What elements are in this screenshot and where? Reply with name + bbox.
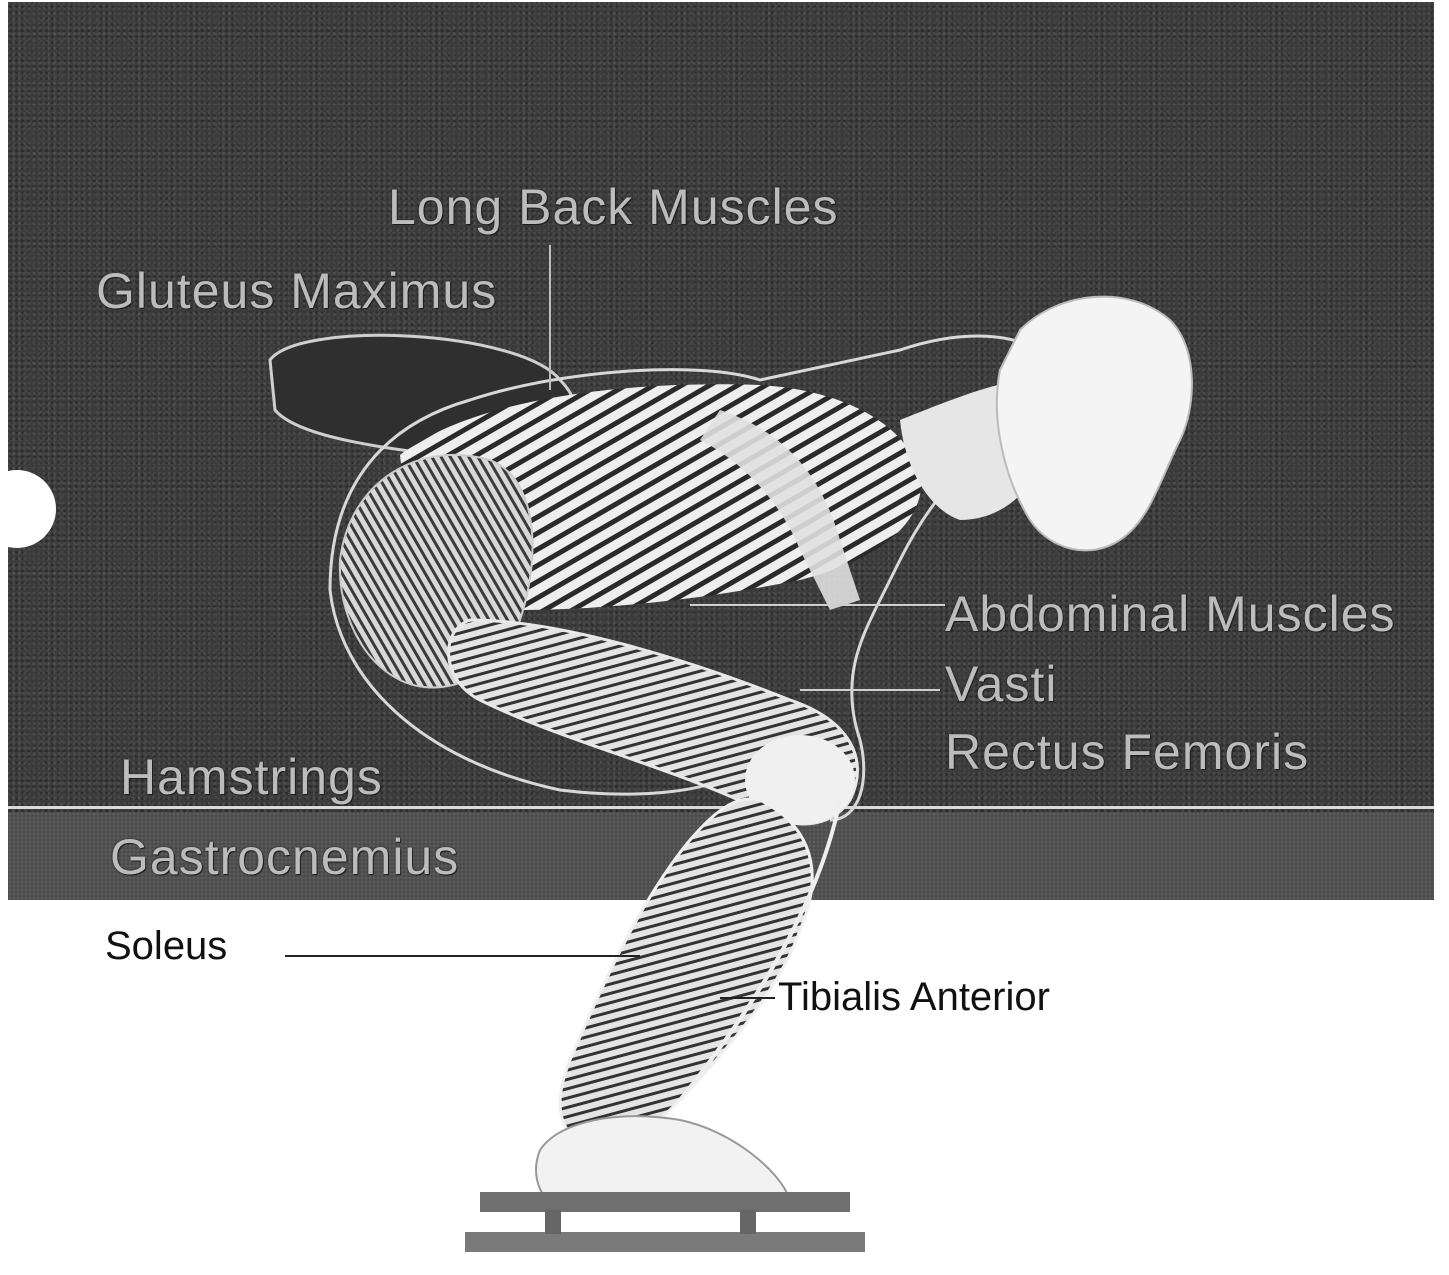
label-tibialis-anterior: Tibialis Anterior <box>778 975 1050 1020</box>
skate-blade-post-1 <box>545 1210 561 1234</box>
label-hamstrings: Hamstrings <box>120 748 383 806</box>
label-soleus: Soleus <box>105 924 227 969</box>
skate-blade-post-2 <box>740 1210 756 1234</box>
skate-blade-top <box>480 1192 850 1212</box>
skate-blade-bottom <box>465 1232 865 1252</box>
label-long-back-muscles: Long Back Muscles <box>388 178 839 236</box>
label-rectus-femoris: Rectus Femoris <box>945 723 1309 781</box>
label-gastrocnemius: Gastrocnemius <box>110 828 459 886</box>
label-gluteus-maximus: Gluteus Maximus <box>96 262 497 320</box>
label-abdominal-muscles: Abdominal Muscles <box>945 585 1396 643</box>
lower-leg <box>560 799 812 1150</box>
head <box>997 297 1192 551</box>
label-vasti: Vasti <box>945 655 1057 713</box>
